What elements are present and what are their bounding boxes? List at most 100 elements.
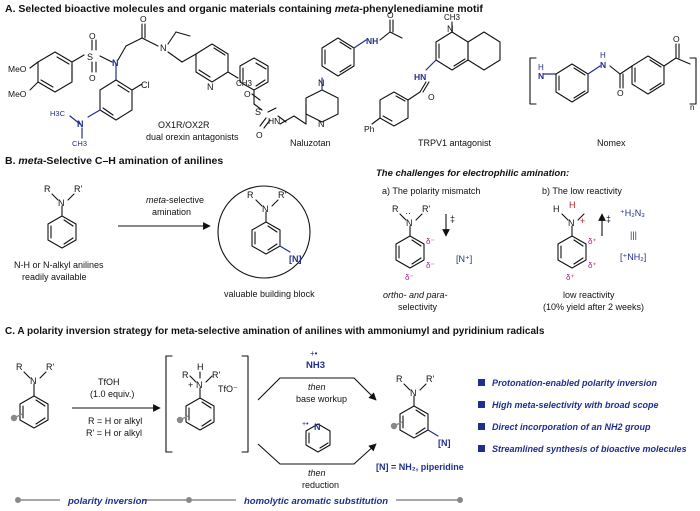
upper-reagent-nh3: NH3	[306, 360, 325, 371]
upper-then: then	[308, 382, 326, 392]
caption-react-2: (10% yield after 2 weeks)	[543, 302, 644, 312]
label-nomex-h2: H	[600, 51, 606, 60]
label-dimethylamino-n: N	[77, 119, 84, 129]
caption-building-block: valuable building block	[224, 289, 315, 299]
caption-pol-1: ortho- and para-	[383, 290, 448, 300]
label-oxygen-2: O	[89, 73, 96, 83]
lower-then: then	[308, 468, 326, 478]
challenge-b-label: b) The low reactivity	[542, 186, 622, 196]
label-int-n: N	[196, 380, 203, 390]
label-trpv1-hn: HN	[414, 72, 426, 82]
label-amide-o: O	[140, 14, 147, 24]
label-sulfonamide-n: N	[112, 58, 119, 68]
label-naluzotan-o2: O	[256, 130, 263, 140]
label-methyl-2: CH3	[72, 139, 87, 148]
challenge-a-label: a) The polarity mismatch	[382, 186, 480, 196]
label-cp-rp: R'	[426, 374, 434, 384]
label-int-plus: +	[188, 380, 193, 390]
label-amide-n: N	[160, 43, 167, 53]
label-react-equiv: |||	[630, 230, 637, 240]
label-naluzotan-o1: O	[244, 89, 251, 99]
label-c-rp: R'	[46, 362, 54, 372]
label-meo-1: MeO	[8, 64, 27, 74]
label-oxygen-1: O	[89, 31, 96, 41]
bullet-square-2	[478, 401, 485, 408]
label-pol-rp: R'	[422, 204, 430, 214]
label-pol-delta-3: δ⁻	[405, 273, 414, 282]
label-pol-n: N	[406, 218, 413, 228]
arrow-c-top-1: TfOH	[98, 377, 120, 387]
c-meta-product	[390, 383, 439, 439]
lower-reagent-charge: +•	[302, 421, 309, 428]
label-cp-n: N	[410, 388, 417, 398]
label-trpv1-o: O	[428, 92, 435, 102]
benefit-item-2: High meta-selectivity with broad scope	[492, 400, 659, 410]
label-react-n: N	[568, 218, 575, 228]
footer-polarity-inversion: polarity inversion	[67, 496, 147, 507]
caption-trpv1: TRPV1 antagonist	[418, 138, 492, 148]
caption-orexin-1: OX1R/OX2R	[158, 120, 210, 130]
label-react-delta-3: δ⁺	[566, 273, 575, 282]
label-naluzotan-nh: NH	[366, 36, 378, 46]
anilinium-structure	[557, 213, 606, 269]
caption-b-substrate-1: N-H or N-alkyl anilines	[14, 260, 104, 270]
caption-b-substrate-2: readily available	[22, 272, 87, 282]
benefits-list: Protonation-enabled polarity inversion H…	[478, 378, 687, 454]
label-b-rp: R'	[74, 184, 82, 194]
bullet-square-4	[478, 445, 485, 452]
label-b-r: R	[44, 184, 51, 194]
label-react-nh2: [⁺NH₂]	[620, 252, 646, 262]
n-definition: [N] = NH₂, piperidine	[376, 462, 464, 472]
label-nomex-h1: H	[538, 63, 544, 72]
lower-reagent-n: N	[314, 422, 321, 432]
arrow-b-label-1: meta-selective	[146, 195, 204, 205]
footer-homolytic-substitution: homolytic aromatic substitution	[244, 496, 388, 507]
arrow-c-upper-branch	[257, 377, 377, 401]
label-c-r: R	[16, 362, 23, 372]
label-int-h: H	[197, 362, 204, 372]
arrow-c-bottom-1: R = H or alkyl	[88, 416, 142, 426]
section-b-title: B. meta-Selective C–H amination of anili…	[5, 155, 223, 167]
polarity-mismatch-structure	[395, 213, 450, 269]
label-react-h2: H	[569, 200, 576, 210]
label-react-delta-1: δ⁺	[588, 237, 597, 246]
anilinium-intermediate	[165, 355, 249, 453]
label-bp-n-bracket: [N]	[289, 254, 302, 264]
molecule-nomex	[529, 43, 697, 105]
label-pol-delta-2: δ⁻	[426, 261, 435, 270]
arrow-c-top-2: (1.0 equiv.)	[90, 389, 134, 399]
label-react-plus: +	[580, 216, 585, 226]
caption-react-1: low reactivity	[563, 290, 615, 300]
bullet-square-1	[478, 379, 485, 386]
product-highlight-circle	[217, 185, 311, 279]
label-cp-r: R	[396, 374, 403, 384]
pyridinium-radical	[305, 423, 331, 453]
label-nomex-o1: O	[617, 88, 624, 98]
label-sulfur-1: S	[87, 52, 93, 62]
label-b-n: N	[58, 198, 65, 208]
label-naluzotan-s: S	[255, 107, 261, 117]
label-pyridine-n: N	[207, 82, 214, 92]
label-meo-2: MeO	[8, 89, 27, 99]
label-react-h1: H	[553, 204, 560, 214]
label-naluzotan-hn: HN	[268, 116, 280, 126]
arrow-c-lower-branch	[257, 443, 377, 465]
label-bp-n: N	[262, 204, 269, 214]
label-nomex-o2: O	[673, 34, 680, 44]
section-a-title: A. Selected bioactive molecules and orga…	[5, 3, 483, 15]
label-pol-delta-1: δ⁻	[426, 237, 435, 246]
aniline-substrate	[47, 193, 77, 249]
label-pol-r: R	[392, 204, 399, 214]
upper-reagent-radical-sign: +•	[310, 349, 318, 358]
challenges-title: The challenges for electrophilic aminati…	[376, 168, 569, 179]
label-int-r: R	[182, 370, 189, 380]
section-c-title: C. A polarity inversion strategy for met…	[5, 326, 545, 337]
meta-aminated-product	[251, 199, 291, 255]
label-bp-r: R	[247, 190, 254, 200]
footer-timeline	[15, 497, 463, 503]
molecule-orexin-antagonist	[29, 23, 239, 139]
label-bp-rp: R'	[278, 190, 286, 200]
label-nomex-n1: N	[538, 71, 544, 81]
label-int-rp: R'	[212, 370, 220, 380]
